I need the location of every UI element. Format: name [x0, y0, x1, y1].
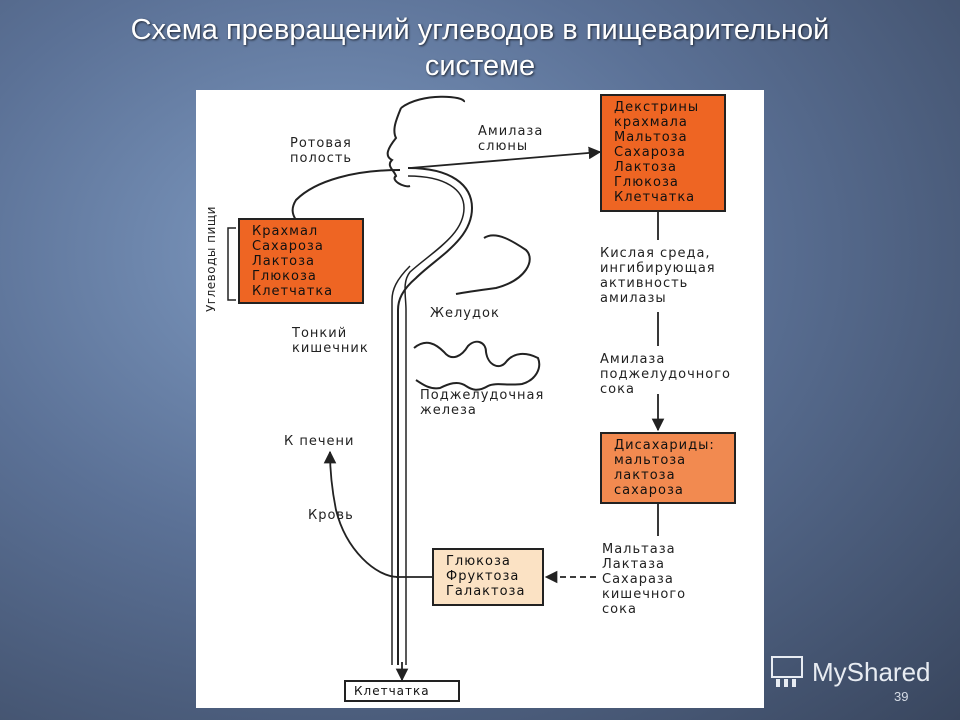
mouth-curve: [291, 169, 401, 221]
intestinal-enzymes-label: Мальтаза Лактаза Сахараза кишечного сока: [602, 542, 687, 617]
head-profile: [386, 95, 466, 188]
mouth-label: Ротовая полость: [290, 136, 353, 166]
slide-title: Схема превращений углеводов в пищеварите…: [60, 12, 900, 84]
logo-text: MyShared: [812, 656, 931, 687]
fiber-exit-box: Клетчатка: [344, 680, 460, 702]
diagram-lines: [227, 95, 665, 682]
title-line-2: системе: [424, 50, 536, 82]
page-number: 39: [894, 689, 909, 704]
blood-curve: [323, 450, 399, 578]
blood-label: Кровь: [308, 508, 354, 523]
disaccharides-box: Дисахариды: мальтоза лактоза сахароза: [600, 432, 736, 504]
pancreas-label: Поджелудочная железа: [420, 388, 545, 418]
to-liver-label: К печени: [284, 434, 355, 449]
pancreas: [413, 340, 541, 391]
acid-environment-label: Кислая среда, ингибирующая активность ам…: [600, 246, 716, 306]
gi-tract-inner: [404, 175, 465, 665]
title-line-1: Схема превращений углеводов в пищеварите…: [130, 14, 830, 46]
monosaccharides-box: Глюкоза Фруктоза Галактоза: [432, 548, 544, 606]
food-bracket: [227, 227, 236, 301]
food-carbs-box: Крахмал Сахароза Лактоза Глюкоза Клетчат…: [238, 218, 364, 304]
stomach-label: Желудок: [430, 306, 500, 321]
oral-products-box: Декстрины крахмала Мальтоза Сахароза Лак…: [600, 94, 726, 212]
food-carbs-vertical-label: Углеводы пищи: [204, 206, 218, 312]
classroom-icon: [771, 656, 803, 687]
pancreatic-amylase-label: Амилаза поджелудочного сока: [600, 352, 732, 397]
saliva-amylase-label: Амилаза слюны: [478, 124, 544, 154]
myshared-logo[interactable]: MyShared: [770, 652, 931, 692]
diagram-panel: Углеводы пищи Ротовая полость Амилаза сл…: [196, 90, 764, 708]
gi-tract-outer: [397, 167, 474, 665]
stomach: [455, 234, 531, 295]
small-intestine-label: Тонкий кишечник: [292, 326, 369, 356]
